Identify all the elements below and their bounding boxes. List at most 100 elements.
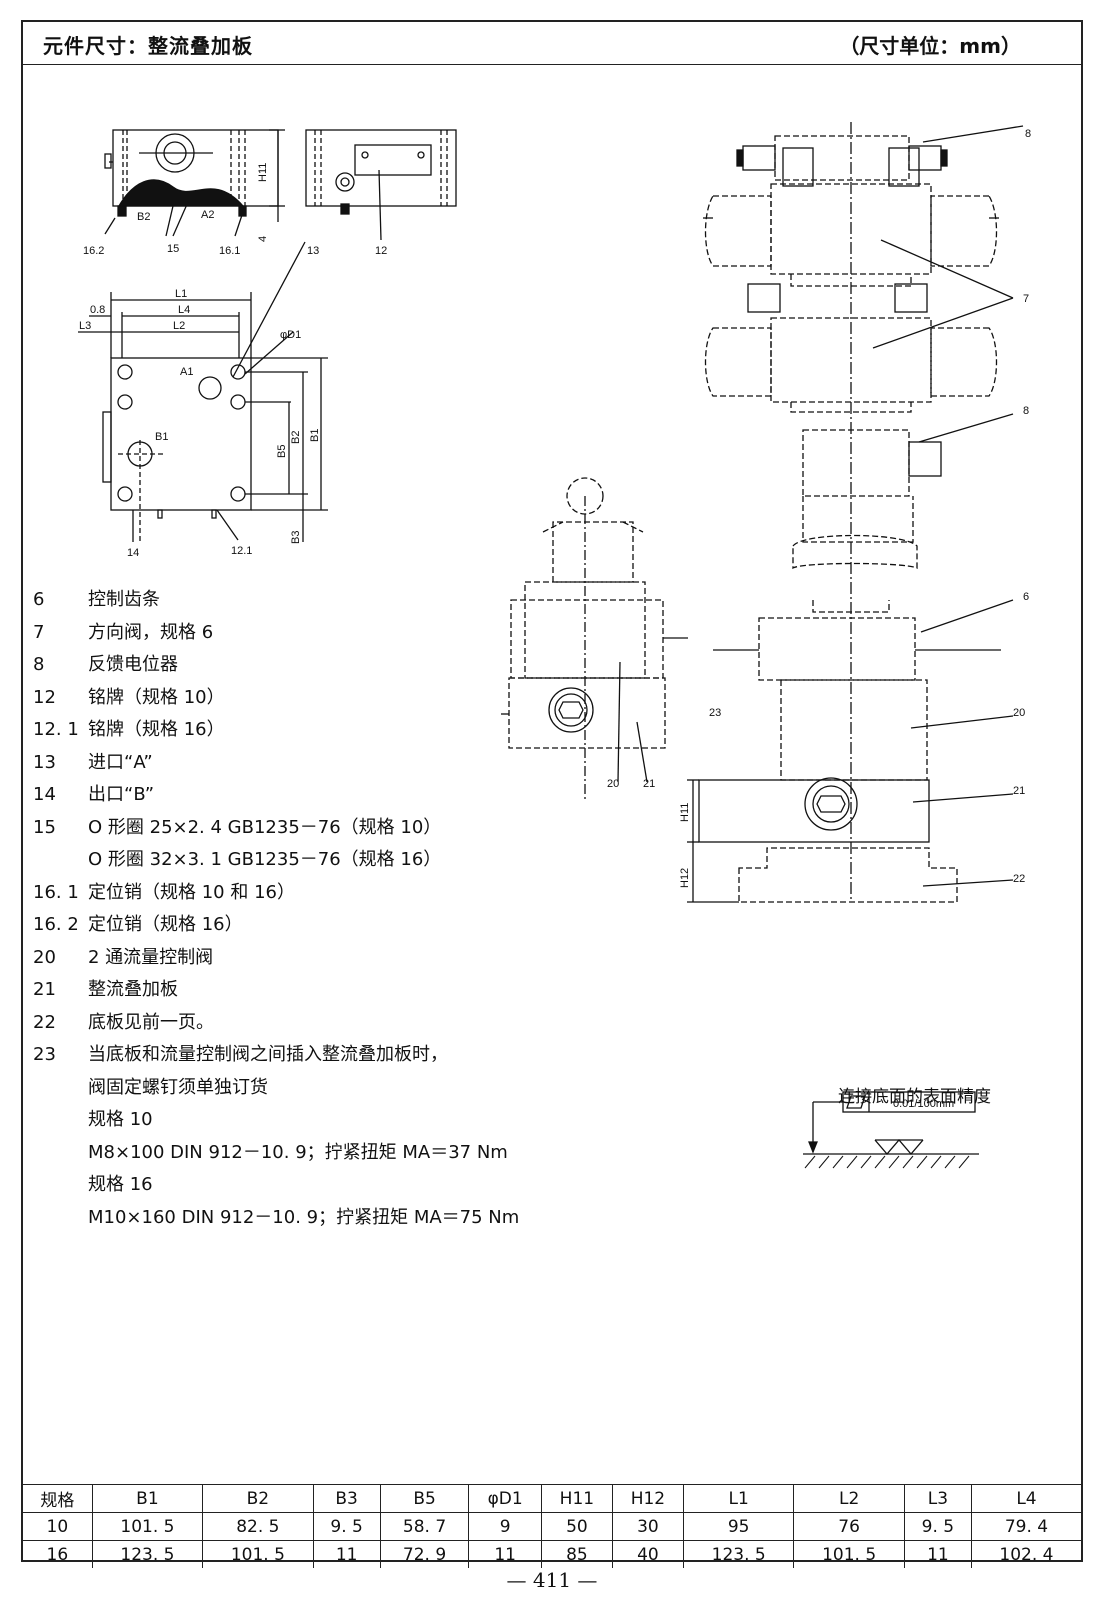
table-cell: 72. 9 <box>379 1540 470 1568</box>
legend-item: O 形圈 32×3. 1 GB1235－76（规格 16） <box>33 844 593 877</box>
table-cell: 11 <box>468 1540 542 1568</box>
label-21: 21 <box>1013 785 1025 797</box>
table-cell: 101. 5 <box>202 1540 314 1568</box>
label-21-mid: 21 <box>643 778 655 790</box>
legend-item: 15 O 形圈 25×2. 4 GB1235－76（规格 10） <box>33 812 593 845</box>
label-h11-top: H11 <box>257 163 269 182</box>
label-b2-dim: B2 <box>290 431 302 444</box>
legend-text: O 形圈 32×3. 1 GB1235－76（规格 16） <box>88 849 442 870</box>
page-number: — 411 — <box>506 1568 598 1592</box>
legend-text: 反馈电位器 <box>88 654 178 675</box>
label-8-top: 8 <box>1025 128 1031 140</box>
table-cell: H12 <box>611 1484 684 1513</box>
label-b3: B3 <box>290 531 302 544</box>
label-14: 14 <box>127 547 139 559</box>
table-cell: 95 <box>682 1512 795 1541</box>
table-cell: 9. 5 <box>903 1512 972 1541</box>
legend-number <box>33 844 88 877</box>
legend-item: 13 进口“A” <box>33 747 593 780</box>
legend-item: M10×160 DIN 912－10. 9；拧紧扭矩 MA＝75 Nm <box>33 1202 593 1235</box>
unit-note: （尺寸单位：mm） <box>839 34 1021 58</box>
label-8-feedback: 8 <box>1023 405 1029 417</box>
table-cell: 79. 4 <box>970 1512 1081 1541</box>
legend-number <box>33 1169 88 1202</box>
label-h11-right: H11 <box>679 803 691 822</box>
legend-text: 方向阀，规格 6 <box>88 621 214 643</box>
label-h12: H12 <box>679 868 691 888</box>
legend-number: 8 <box>33 654 45 675</box>
legend-number: 15 <box>33 816 56 838</box>
label-0-8: 0.8 <box>90 304 105 316</box>
table-cell: 123. 5 <box>682 1540 795 1568</box>
label-l4: L4 <box>178 304 190 316</box>
table-cell: B2 <box>202 1484 314 1513</box>
label-4: 4 <box>257 236 269 242</box>
legend-text: 控制齿条 <box>88 589 160 610</box>
table-cell: 102. 4 <box>970 1540 1081 1568</box>
legend-number: 16. 1 <box>33 881 79 903</box>
table-cell: 10 <box>23 1512 93 1541</box>
label-a1: A1 <box>180 366 193 378</box>
label-20-mid: 20 <box>607 778 619 790</box>
legend-number <box>33 1137 88 1170</box>
table-cell: 9 <box>468 1512 542 1541</box>
table-cell: 50 <box>540 1512 613 1541</box>
label-7: 7 <box>1023 293 1029 305</box>
legend-number <box>33 1104 88 1137</box>
legend-text: O 形圈 25×2. 4 GB1235－76（规格 10） <box>88 816 442 838</box>
table-cell: L3 <box>903 1484 972 1513</box>
legend-item: M8×100 DIN 912－10. 9；拧紧扭矩 MA＝37 Nm <box>33 1137 593 1170</box>
table-cell: L2 <box>793 1484 905 1513</box>
label-l2: L2 <box>173 320 185 332</box>
legend-item: 规格 10 <box>33 1104 593 1137</box>
table-cell: L4 <box>970 1484 1081 1513</box>
table-cell: 16 <box>23 1540 93 1568</box>
legend-number: 16. 2 <box>33 914 79 935</box>
page-header: 元件尺寸：整流叠加板 （尺寸单位：mm） <box>23 22 1081 65</box>
middle-assembly <box>501 477 688 802</box>
legend-text: 铭牌（规格 10） <box>88 686 225 708</box>
legend-text: 进口“A” <box>88 751 153 773</box>
label-12: 12 <box>375 245 387 257</box>
label-b1-port: B1 <box>155 431 168 443</box>
end-view <box>232 129 457 378</box>
table-cell: 101. 5 <box>793 1540 905 1568</box>
legend-item: 7 方向阀，规格 6 <box>33 617 593 650</box>
label-12-1: 12.1 <box>231 545 252 557</box>
label-6: 6 <box>1023 591 1029 603</box>
table-cell: L1 <box>682 1484 795 1513</box>
table-cell: 85 <box>540 1540 613 1568</box>
label-a2: A2 <box>201 209 214 221</box>
legend-item: 规格 16 <box>33 1169 593 1202</box>
label-b5: B5 <box>276 445 288 458</box>
legend-text: 2 通流量控制阀 <box>88 946 214 968</box>
legend-text: 出口“B” <box>88 784 155 805</box>
table-cell: B1 <box>91 1484 204 1513</box>
legend-number: 13 <box>33 751 56 773</box>
legend-text: 定位销（规格 16） <box>88 914 243 935</box>
legend-text: 定位销（规格 10 和 16） <box>88 881 295 903</box>
label-16-2: 16.2 <box>83 245 104 257</box>
legend-number: 7 <box>33 621 45 643</box>
legend-text: 整流叠加板 <box>88 979 178 1000</box>
legend-text: 铭牌（规格 16） <box>88 719 225 740</box>
table-cell: 11 <box>903 1540 972 1568</box>
legend-text: 底板见前一页。 <box>88 1011 214 1033</box>
legend-text: 规格 10 <box>88 1109 153 1130</box>
legend-number: 23 <box>33 1044 56 1065</box>
page-frame: 元件尺寸：整流叠加板 （尺寸单位：mm） B2 A2 H1 <box>21 20 1083 1568</box>
label-phi-d1: φD1 <box>280 329 301 341</box>
table-cell: 101. 5 <box>91 1512 204 1541</box>
legend-number: 20 <box>33 946 56 968</box>
